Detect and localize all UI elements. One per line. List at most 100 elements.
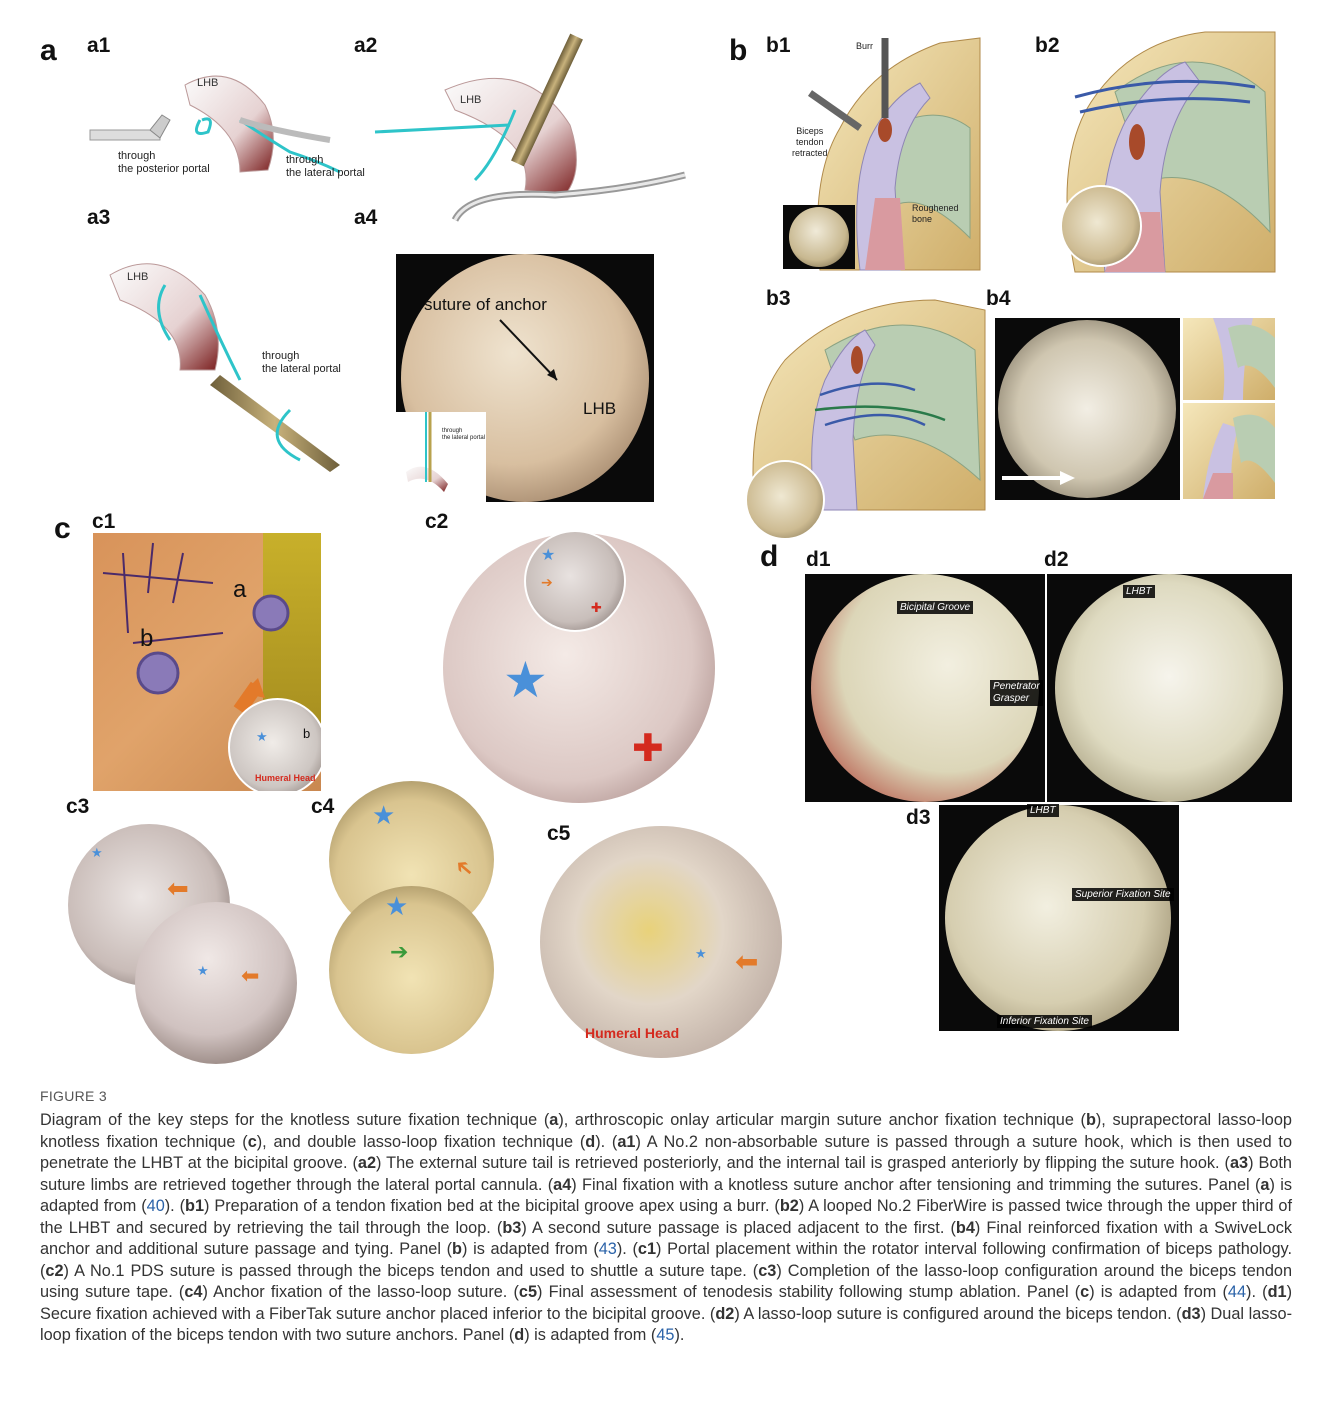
caption-bold-ref: b2	[780, 1197, 799, 1215]
burr-label: Burr	[856, 40, 873, 53]
caption-bold-ref: b	[1086, 1111, 1096, 1129]
caption-citation-link[interactable]: 40	[147, 1197, 165, 1215]
c2-star-icon: ★	[503, 651, 548, 709]
b1-inset	[783, 205, 855, 269]
caption-bold-ref: d2	[715, 1305, 734, 1323]
panel-label-b: b	[729, 34, 747, 68]
c4-scope-bottom	[329, 886, 494, 1054]
caption-bold-ref: c3	[758, 1262, 776, 1280]
caption-text: ). (	[165, 1197, 185, 1215]
caption-bold-ref: a2	[358, 1154, 376, 1172]
caption-bold-ref: c1	[638, 1240, 656, 1258]
caption-bold-ref: c5	[519, 1283, 537, 1301]
c3-arrow-top-icon: ⬅	[167, 873, 189, 904]
c1-star-icon: ★	[256, 729, 268, 745]
c5-star-icon: ★	[695, 946, 707, 962]
lhbt-label-d2: LHBT	[1123, 585, 1155, 598]
caption-text: ) is adapted from (	[462, 1240, 599, 1258]
c2-inset-arrow-icon: ➔	[541, 574, 553, 591]
caption-citation-link[interactable]: 44	[1228, 1283, 1246, 1301]
portal-label-b: b	[140, 625, 153, 653]
caption-text: ) Final assessment of tenodesis stabilit…	[537, 1283, 1080, 1301]
c3-star-bottom-icon: ★	[197, 963, 209, 979]
figure-caption: Diagram of the key steps for the knotles…	[40, 1110, 1292, 1347]
b4-thumb-bottom	[1183, 403, 1275, 499]
superior-fixation-label: Superior Fixation Site	[1072, 888, 1174, 901]
caption-bold-ref: d	[514, 1326, 524, 1344]
b4-arrow-icon	[1000, 468, 1080, 488]
lhb-label-a1: LHB	[197, 77, 218, 89]
penetrator-grasper-label: Penetrator Grasper	[990, 680, 1043, 706]
humeral-head-label-c5: Humeral Head	[585, 1025, 679, 1041]
subpanel-label-c1: c1	[92, 510, 115, 534]
caption-bold-ref: a3	[1230, 1154, 1248, 1172]
caption-text: ) is adapted from (	[1089, 1283, 1228, 1301]
subpanel-label-a3: a3	[87, 206, 110, 230]
caption-bold-ref: d	[585, 1133, 595, 1151]
caption-bold-ref: b	[452, 1240, 462, 1258]
c2-inset-cross-icon: ✚	[591, 600, 602, 616]
c5-scope-view	[540, 826, 782, 1058]
caption-text: ) A No.1 PDS suture is passed through th…	[64, 1262, 759, 1280]
biceps-retracted-label: Biceps tendon retracted	[792, 126, 828, 159]
a4-inset-text: through the lateral portal	[442, 428, 485, 442]
a2-illustration	[375, 30, 695, 220]
a4-arrow-icon	[495, 315, 575, 395]
inset-label-b: b	[303, 726, 310, 741]
annot-lateral-portal-a1: through the lateral portal	[286, 154, 365, 180]
caption-text: Diagram of the key steps for the knotles…	[40, 1111, 549, 1129]
figure-title: FIGURE 3	[40, 1088, 107, 1104]
c2-cross-icon: ✚	[632, 726, 664, 771]
d3-frame	[939, 805, 1179, 1031]
caption-citation-link[interactable]: 45	[656, 1326, 674, 1344]
caption-bold-ref: b4	[956, 1219, 975, 1237]
annot-posterior-portal: through the posterior portal	[118, 150, 210, 176]
caption-text: ) A second suture passage is placed adja…	[521, 1219, 956, 1237]
inferior-fixation-label: Inferior Fixation Site	[997, 1015, 1092, 1028]
caption-bold-ref: c4	[184, 1283, 202, 1301]
d2-frame	[1047, 574, 1292, 802]
caption-bold-ref: b3	[502, 1219, 521, 1237]
caption-bold-ref: a1	[617, 1133, 635, 1151]
caption-citation-link[interactable]: 43	[599, 1240, 617, 1258]
panel-label-c: c	[54, 512, 71, 546]
caption-text: ) The external suture tail is retrieved …	[376, 1154, 1230, 1172]
c3-scope-bottom	[135, 902, 297, 1064]
caption-bold-ref: d3	[1182, 1305, 1201, 1323]
caption-text: ) Preparation of a tendon fixation bed a…	[204, 1197, 780, 1215]
c3-arrow-bottom-icon: ⬅	[241, 963, 259, 989]
d2-scope-view	[1055, 574, 1283, 802]
caption-bold-ref: a	[549, 1111, 558, 1129]
subpanel-label-d2: d2	[1044, 548, 1069, 572]
caption-bold-ref: d1	[1268, 1283, 1287, 1301]
lhbt-label-d3: LHBT	[1027, 804, 1059, 817]
caption-bold-ref: c2	[45, 1262, 63, 1280]
a4-lhb-label: LHB	[583, 399, 616, 419]
c4-arrow-bottom-icon: ➔	[390, 939, 408, 965]
caption-bold-ref: b1	[185, 1197, 204, 1215]
caption-text: ), and double lasso-loop fixation techni…	[257, 1133, 586, 1151]
caption-text: ) Anchor fixation of the lasso-loop sutu…	[202, 1283, 518, 1301]
c4-star-top-icon: ★	[372, 800, 395, 831]
a4-inset: through the lateral portal	[396, 412, 486, 502]
annot-lateral-portal-a3: through the lateral portal	[262, 350, 341, 376]
roughened-bone-label: Roughened bone	[912, 203, 959, 225]
panel-label-a: a	[40, 34, 57, 68]
a4-suture-label: suture of anchor	[424, 295, 547, 315]
subpanel-label-a2: a2	[354, 34, 377, 58]
b2-inset	[1060, 185, 1142, 267]
c2-inset	[524, 530, 626, 632]
c5-arrow-icon: ⬅	[735, 945, 758, 978]
humeral-head-label-c1: Humeral Head	[255, 773, 316, 783]
subpanel-label-b4: b4	[986, 287, 1011, 311]
lhb-label-a3: LHB	[127, 271, 148, 283]
c4-star-bottom-icon: ★	[385, 891, 408, 922]
c3-star-top-icon: ★	[91, 845, 103, 861]
caption-text: ) is adapted from (	[524, 1326, 656, 1344]
caption-bold-ref: c	[1080, 1283, 1089, 1301]
d3-scope-view	[945, 805, 1171, 1031]
subpanel-label-a1: a1	[87, 34, 110, 58]
subpanel-label-d1: d1	[806, 548, 831, 572]
c1-photo	[93, 533, 321, 791]
panel-label-d: d	[760, 540, 778, 574]
